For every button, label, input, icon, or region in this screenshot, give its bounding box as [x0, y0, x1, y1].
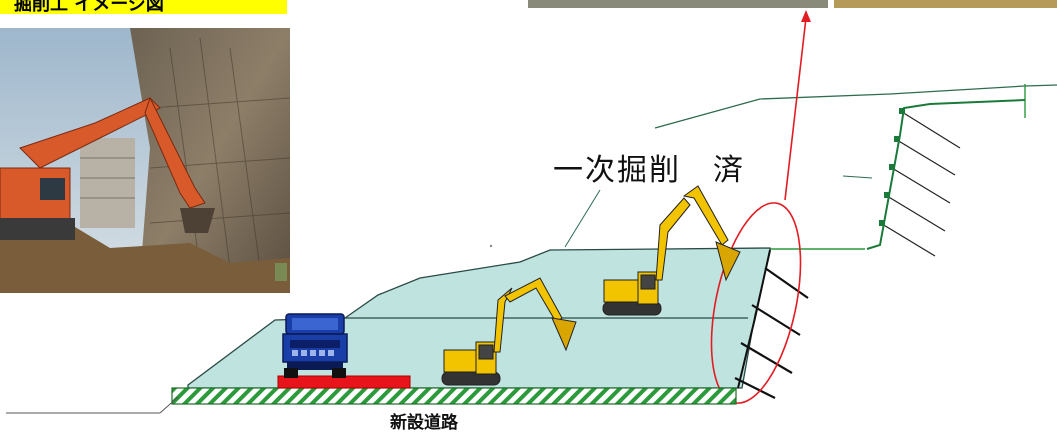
- excavation-photo: [0, 28, 290, 293]
- new-road-slab: [171, 387, 737, 405]
- upper-anchor-wall: [881, 111, 961, 257]
- dump-truck-icon: [282, 313, 348, 378]
- excavator-icon: [441, 277, 577, 386]
- original-ground-line: [654, 84, 1057, 129]
- excavation-status-label: 一次掘削 済: [553, 153, 745, 188]
- excavator-icon: [602, 185, 741, 316]
- new-anchor-wall: [734, 267, 809, 399]
- top-photo-strip: [528, 0, 828, 8]
- figure-title: 掘削工 イメージ図: [0, 0, 287, 14]
- callout-arrow: [784, 17, 807, 201]
- new-road-label: 新設道路: [390, 413, 458, 433]
